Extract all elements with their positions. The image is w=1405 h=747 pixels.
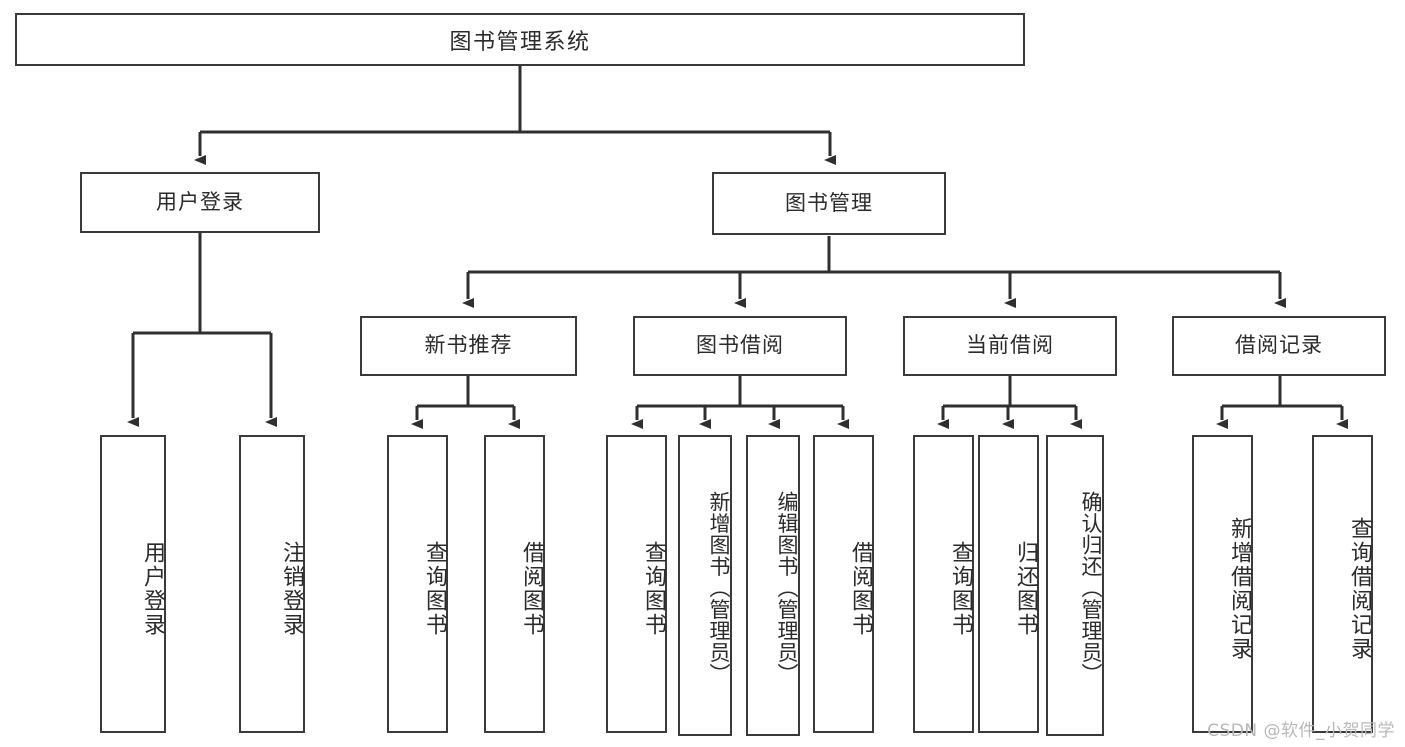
leaf-label: 查询图书 <box>422 541 447 637</box>
leaf-label: 新增借阅记录 <box>1227 517 1252 661</box>
node-current-borrow-label: 当前借阅 <box>966 333 1054 358</box>
leaf-label: 新增图书（管理员） <box>707 490 731 685</box>
leaf-borrow-borrow-book[interactable]: 借阅图书 <box>813 435 874 733</box>
leaf-new-book-borrow[interactable]: 借阅图书 <box>484 435 545 733</box>
leaf-borrow-query-book[interactable]: 查询图书 <box>606 435 667 733</box>
node-book-management-label: 图书管理 <box>785 190 873 215</box>
node-book-borrow-label: 图书借阅 <box>696 333 784 358</box>
node-user-login[interactable]: 用户登录 <box>80 172 320 233</box>
leaf-borrow-add-book-admin[interactable]: 新增图书（管理员） <box>678 435 732 736</box>
leaf-user-login-signout[interactable]: 注销登录 <box>239 435 305 733</box>
csdn-watermark: CSDN @软件_小贺同学 <box>1207 721 1395 741</box>
leaf-current-return-book[interactable]: 归还图书 <box>978 435 1039 733</box>
leaf-label: 确认归还（管理员） <box>1079 490 1103 685</box>
node-new-book-recommend-label: 新书推荐 <box>424 333 513 358</box>
leaf-label: 查询借阅记录 <box>1347 517 1372 661</box>
node-book-borrow[interactable]: 图书借阅 <box>633 316 847 376</box>
leaf-label: 借阅图书 <box>848 541 873 637</box>
leaf-record-query[interactable]: 查询借阅记录 <box>1312 435 1373 733</box>
leaf-label: 查询图书 <box>948 541 973 637</box>
leaf-borrow-edit-book-admin[interactable]: 编辑图书（管理员） <box>746 435 800 736</box>
leaf-new-book-query[interactable]: 查询图书 <box>387 435 448 733</box>
node-book-management[interactable]: 图书管理 <box>712 172 946 235</box>
leaf-label: 查询图书 <box>641 541 666 637</box>
node-user-login-label: 用户登录 <box>156 189 244 214</box>
leaf-label: 借阅图书 <box>519 541 544 637</box>
node-borrow-record[interactable]: 借阅记录 <box>1172 316 1386 376</box>
node-borrow-record-label: 借阅记录 <box>1235 333 1323 358</box>
node-root-label: 图书管理系统 <box>449 29 591 55</box>
leaf-label: 编辑图书（管理员） <box>775 490 799 685</box>
leaf-label: 注销登录 <box>279 541 304 637</box>
leaf-user-login-signin[interactable]: 用户登录 <box>100 435 166 733</box>
leaf-current-confirm-return-admin[interactable]: 确认归还（管理员） <box>1046 435 1104 736</box>
leaf-record-add[interactable]: 新增借阅记录 <box>1192 435 1253 733</box>
node-root-system[interactable]: 图书管理系统 <box>15 13 1025 66</box>
leaf-current-query-book[interactable]: 查询图书 <box>913 435 974 733</box>
leaf-label: 归还图书 <box>1013 541 1038 637</box>
node-new-book-recommend[interactable]: 新书推荐 <box>360 316 577 376</box>
node-current-borrow[interactable]: 当前借阅 <box>903 316 1117 376</box>
leaf-label: 用户登录 <box>140 541 165 637</box>
